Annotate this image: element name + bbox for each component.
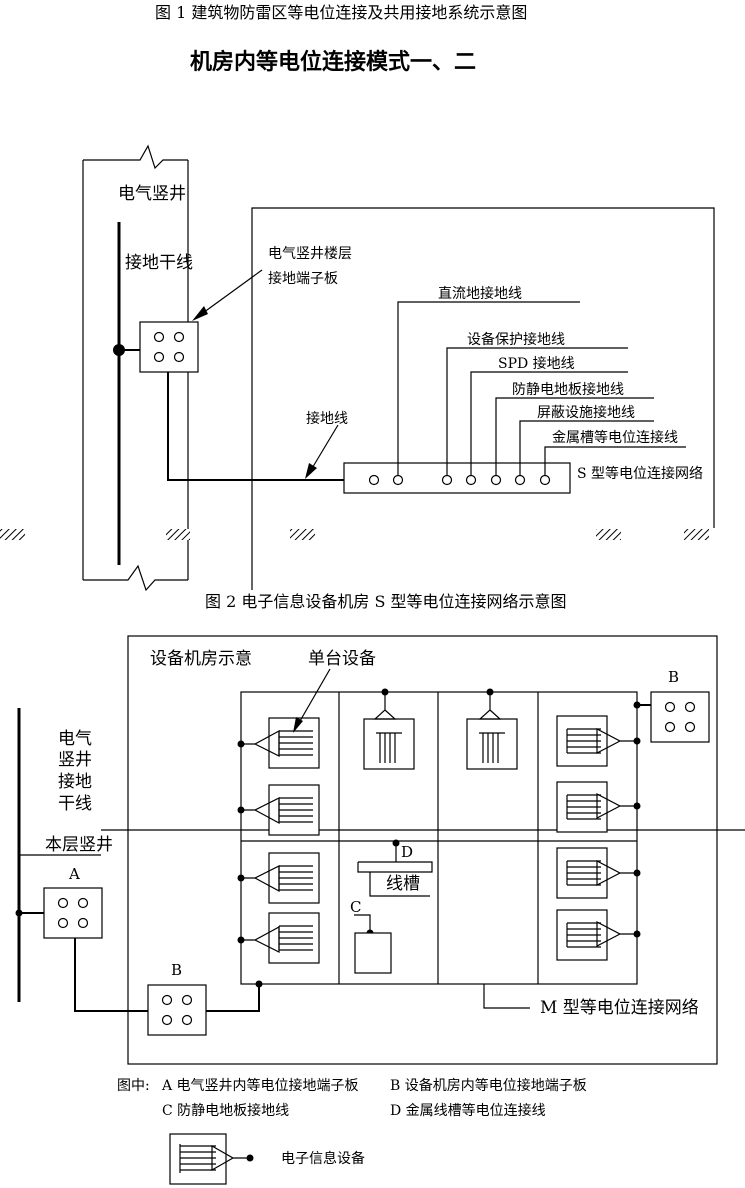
line-label-shielding: 屏蔽设施接地线 (537, 405, 635, 421)
single-device-arrowhead (293, 717, 303, 733)
fig1-title: 机房内等电位连接模式一、二 (190, 50, 477, 75)
ground-wire (167, 372, 344, 481)
legend-A: A 电气竖井内等电位接地端子板 (162, 1078, 359, 1094)
terminal-label-1: 电气竖井楼层 (268, 246, 352, 262)
label-D: D (401, 843, 414, 861)
riser-equipment-protection (446, 347, 628, 475)
ground-hatch (166, 529, 190, 540)
s-network-label: S 型等电位连接网络 (577, 466, 704, 482)
shaft-top-break (83, 144, 188, 170)
device-left-1 (237, 717, 320, 769)
shaft-label: 电气竖井 (118, 184, 186, 204)
device-right-2 (556, 781, 641, 833)
D-junction (392, 839, 400, 847)
single-device-label: 单台设备 (308, 649, 376, 669)
label-A: A (69, 865, 80, 883)
network-node (514, 474, 526, 486)
ground-hatch (0, 529, 25, 540)
shaft-char-2: 竖井 (58, 750, 92, 770)
room-label: 设备机房示意 (150, 649, 252, 669)
device-right-1 (556, 715, 641, 767)
riser-shielding (519, 420, 654, 475)
network-node (392, 474, 404, 486)
shaft-char-4: 干线 (58, 794, 92, 814)
trough-label: 线槽 (386, 874, 420, 894)
s-network-bar (343, 462, 571, 494)
ground-wire-label: 接地线 (306, 411, 348, 427)
terminal-label-2: 接地端子板 (268, 271, 338, 287)
antistatic-ground-C (354, 914, 371, 933)
network-node (368, 474, 380, 486)
legend-C: C 防静电地板接地线 (162, 1103, 290, 1119)
riser-spd (470, 371, 628, 475)
legend-B: B 设备机房内等电位接地端子板 (390, 1078, 587, 1094)
network-node (490, 474, 502, 486)
shaft-floor-terminal (139, 321, 199, 373)
line-label-protection: 设备保护接地线 (467, 332, 565, 348)
ground-hatch (290, 529, 315, 540)
terminal-A (43, 887, 103, 939)
ground-wire-arrowhead (305, 463, 317, 479)
single-device-pointer (295, 668, 331, 729)
label-C: C (350, 898, 362, 916)
ground-hatch (684, 529, 709, 540)
shaft-char-3: 接地 (58, 772, 92, 792)
line-label-spd: SPD 接地线 (498, 356, 575, 372)
riser-antistatic (495, 397, 654, 475)
floor-shaft-label: 本层竖井 (45, 835, 113, 855)
trunk-label: 接地干线 (125, 253, 193, 273)
network-node (539, 474, 551, 486)
legend-device-symbol (169, 1133, 254, 1185)
device-left-2 (237, 784, 320, 836)
device-left-4 (237, 912, 320, 964)
grid-junction (255, 980, 263, 988)
riser-metal-trough (544, 446, 686, 475)
fig1-caption: 图 1 建筑物防雷区等电位连接及共用接地系统示意图 (155, 3, 528, 22)
device-right-3 (556, 847, 641, 899)
A-to-B (74, 938, 148, 1012)
device-left-3 (237, 852, 320, 904)
figure-1 (0, 144, 715, 592)
line-label-dc: 直流地接地线 (438, 286, 522, 302)
m-network-label: M 型等电位连接网络 (540, 998, 699, 1018)
terminal-pointer (195, 269, 263, 319)
terminal-B-lower (147, 984, 207, 1036)
device-top-2 (466, 688, 518, 770)
riser-dc-ground (397, 301, 580, 475)
m-network-leader (483, 984, 530, 1009)
machine-room-outline (251, 207, 715, 590)
shaft-char-1: 电气 (58, 729, 92, 749)
terminal-arrowhead (192, 306, 208, 321)
legend-D: D 金属线槽等电位连接线 (390, 1103, 546, 1119)
device-top-1 (363, 688, 415, 770)
line-label-antistatic: 防静电地板接地线 (512, 382, 624, 398)
shaft-bottom-break (83, 564, 188, 592)
trough-label-leader (369, 872, 430, 897)
legend-prefix: 图中: (117, 1078, 150, 1094)
B-to-grid (206, 984, 260, 1012)
terminal-B-upper (650, 691, 710, 743)
network-node (465, 474, 477, 486)
network-node (441, 474, 453, 486)
antistatic-floor-plate (354, 932, 392, 974)
ground-hatch (596, 529, 621, 540)
metal-trough (357, 861, 433, 873)
line-label-metal-trough: 金属槽等电位连接线 (552, 430, 678, 446)
figure-2 (15, 635, 745, 1065)
fig2-caption: 图 2 电子信息设备机房 S 型等电位连接网络示意图 (205, 592, 567, 611)
device-right-4 (556, 909, 641, 961)
legend-device-label: 电子信息设备 (281, 1151, 365, 1167)
grid-junction (633, 701, 641, 709)
label-B-lower: B (171, 961, 183, 979)
label-B-upper: B (668, 668, 680, 686)
